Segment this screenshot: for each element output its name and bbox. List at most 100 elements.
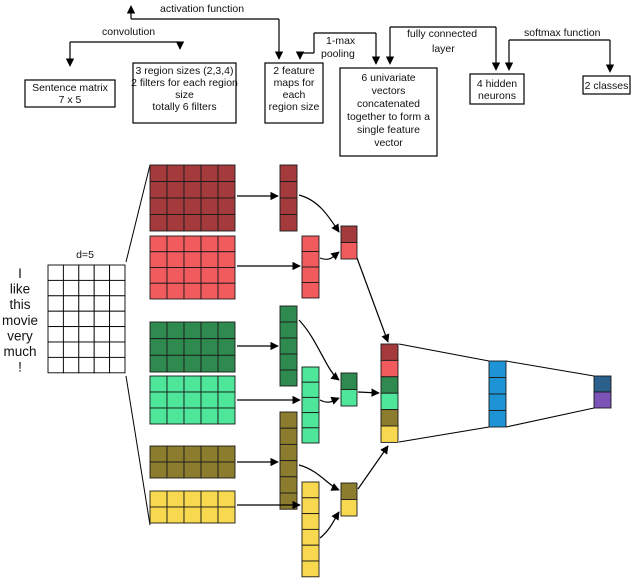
sentence-word: this xyxy=(9,297,30,312)
fully-connected-label: fully connected xyxy=(407,28,477,40)
sentence-cell xyxy=(109,310,126,328)
sentence-cell xyxy=(62,279,80,297)
softmax-function-label: softmax function xyxy=(524,27,601,39)
region-sizes-box: 3 region sizes (2,3,4)2 filters for each… xyxy=(131,62,238,124)
filter-cell xyxy=(200,445,219,463)
filter-cell xyxy=(200,181,219,199)
filter-cell xyxy=(183,445,202,463)
feature-maps xyxy=(237,164,320,578)
sentence-cell xyxy=(109,341,126,358)
filter-cell xyxy=(166,251,185,268)
filter-cell xyxy=(166,267,185,284)
filter-cell xyxy=(183,391,202,409)
filter-6 xyxy=(149,490,236,524)
sentence-cell xyxy=(93,310,111,328)
hidden-neuron xyxy=(488,410,507,428)
sentence-cell xyxy=(93,264,111,281)
sentence-matrix-box-text: 7 x 5 xyxy=(59,94,82,106)
filter-cell xyxy=(200,490,219,508)
filter-3 xyxy=(149,321,236,373)
sentence-cell xyxy=(47,356,64,374)
sentence-cell xyxy=(78,341,95,358)
feature-map-cell xyxy=(301,266,320,283)
filter-cell xyxy=(166,391,185,409)
concat-cell xyxy=(380,392,399,411)
region-sizes-box-frame xyxy=(132,62,237,124)
filter-cell xyxy=(149,282,168,300)
sentence-word: I xyxy=(18,266,22,281)
filter-cell xyxy=(217,338,236,356)
filter-cell xyxy=(183,354,202,373)
sentence-cell xyxy=(62,295,80,312)
hidden-neuron xyxy=(488,393,507,411)
filter-cell xyxy=(149,375,168,393)
univariate-box-text: single feature xyxy=(357,124,420,136)
sentence-cell xyxy=(109,264,126,281)
filter-cell xyxy=(166,490,185,508)
feature-map-cell xyxy=(301,412,320,429)
filter-1 xyxy=(149,164,236,232)
filter-cell xyxy=(166,375,185,393)
pooled-cell xyxy=(340,372,358,390)
filter-cell xyxy=(217,391,236,409)
pooled-cell xyxy=(340,389,358,407)
feature-map-cell xyxy=(279,321,298,339)
filter-cell xyxy=(166,181,185,199)
univariate-box-text: vectors xyxy=(372,85,406,97)
hidden-box-text: 4 hidden xyxy=(477,78,517,90)
filter-cell xyxy=(183,251,202,268)
concat-arrow xyxy=(356,257,390,343)
filter-cell xyxy=(166,338,185,356)
feature-map-cell xyxy=(301,497,320,515)
filter-cell xyxy=(217,235,236,253)
filter-cell xyxy=(166,164,185,182)
feature-map-cell xyxy=(301,251,320,268)
filter-cell xyxy=(183,164,202,182)
feature-map-cell xyxy=(279,181,298,199)
filter-cell xyxy=(200,251,219,268)
filter-cell xyxy=(183,181,202,199)
sentence-cell xyxy=(109,356,126,374)
filter-cell xyxy=(149,197,168,215)
sentence-cell xyxy=(62,341,80,358)
sentence-word: like xyxy=(10,282,30,297)
feature-maps-box-text: maps for xyxy=(274,77,315,89)
filter-cell xyxy=(149,235,168,253)
sentence-cell xyxy=(47,279,64,297)
max-pooling-label: pooling xyxy=(321,48,355,60)
filter-cell xyxy=(183,321,202,340)
filters xyxy=(149,164,236,524)
filter-cell xyxy=(166,321,185,340)
filter-cell xyxy=(200,354,219,373)
input-to-filters-upper xyxy=(125,164,151,263)
filter-cell xyxy=(200,282,219,300)
filter-cell xyxy=(149,490,168,508)
concat-cell xyxy=(380,343,399,361)
hidden-box-frame xyxy=(469,73,525,105)
feature-map-cell xyxy=(279,353,298,371)
filter-cell xyxy=(217,445,236,463)
filter-cell xyxy=(217,181,236,199)
hidden-layer xyxy=(398,343,507,443)
feature-map-cell xyxy=(279,411,298,429)
filter-cell xyxy=(217,321,236,340)
feature-map-cell xyxy=(279,492,298,510)
filter-cell xyxy=(200,375,219,393)
filter-cell xyxy=(200,235,219,253)
sentence-cell xyxy=(93,295,111,312)
sentence-cell xyxy=(93,326,111,343)
dimension-label: d=5 xyxy=(76,249,94,261)
connector-lines xyxy=(125,164,151,526)
filter-cell xyxy=(217,164,236,182)
filter-cell xyxy=(149,338,168,356)
filter-cell xyxy=(149,164,168,182)
sentence-matrix-box-text: Sentence matrix xyxy=(32,82,109,94)
filter-cell xyxy=(149,445,168,463)
feature-map-cell xyxy=(279,214,298,232)
feature-map-2 xyxy=(301,235,320,299)
classes-box-frame xyxy=(582,75,631,95)
hidden-box-text: neurons xyxy=(478,90,516,102)
univariate-box-text: vector xyxy=(374,137,403,149)
